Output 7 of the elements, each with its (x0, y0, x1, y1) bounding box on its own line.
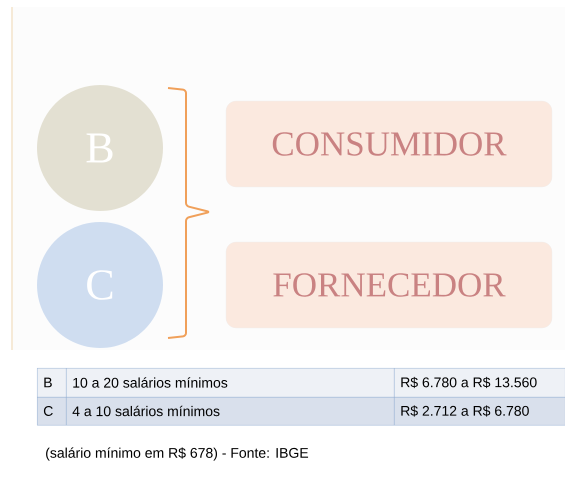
label-box: FORNECEDOR (226, 242, 552, 328)
table-cell: B (37, 368, 66, 398)
table-cell: R$ 6.780 a R$ 13.560 (394, 368, 565, 398)
note-text: (salário mínimo em R$ 678) - Fonte: IBGE (46, 447, 308, 461)
label-box: CONSUMIDOR (226, 100, 552, 188)
table-cell: C (37, 396, 66, 426)
table-cell: R$ 2.712 a R$ 6.780 (394, 396, 565, 426)
